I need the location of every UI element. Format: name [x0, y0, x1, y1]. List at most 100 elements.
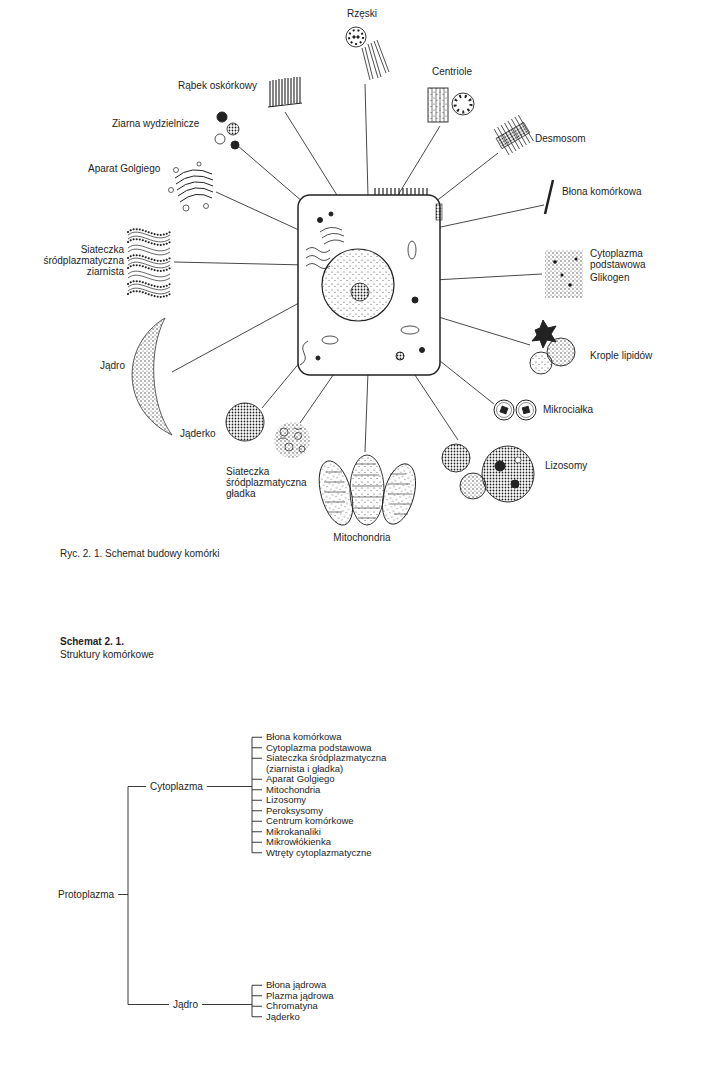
secretory-granules-icon — [231, 141, 239, 149]
lysosomes-icon — [442, 444, 534, 502]
part-label: Siateczka śródplazmatyczna gładka — [226, 466, 312, 499]
tree-brackets — [202, 1004, 252, 1005]
centriole-icon — [428, 88, 474, 122]
tree-item: Centrum komórkowe — [266, 816, 354, 827]
leader-lines — [174, 262, 306, 265]
leader-lines — [430, 153, 498, 206]
tree-brackets — [252, 985, 262, 1017]
cytoplasm-icon — [575, 258, 578, 261]
smooth-er-icon — [280, 428, 288, 436]
lipid-droplets-icon — [530, 352, 552, 374]
tree-item: Mikrokanaliki — [266, 827, 321, 838]
cell-body — [322, 249, 394, 321]
cell-body — [396, 352, 404, 360]
tree-item: Chromatyna — [266, 1001, 318, 1012]
cilia-icon — [346, 27, 366, 47]
golgi-icon — [169, 162, 214, 211]
lysosomes-icon — [442, 444, 470, 472]
scheme-subtitle: Struktury komórkowe — [60, 649, 154, 660]
tree-item: Lizosomy — [266, 795, 306, 806]
tree-item: Jąderko — [266, 1012, 300, 1023]
microbodies-icon — [519, 403, 534, 418]
brush-border-icon — [270, 77, 300, 107]
tree-brackets — [118, 737, 262, 1017]
cell-body — [375, 188, 427, 195]
centriole-icon — [428, 88, 448, 122]
scheme-heading: Schemat 2. 1. — [60, 636, 124, 647]
secretory-granules-icon — [215, 134, 225, 144]
cell-body — [298, 195, 440, 375]
rough-er-icon — [128, 229, 170, 297]
lipid-droplets-icon — [530, 320, 575, 374]
centriole-icon — [432, 88, 444, 122]
cell-body — [351, 283, 369, 301]
smooth-er-icon — [295, 433, 302, 440]
membrane-icon — [545, 180, 553, 214]
leader-lines — [434, 274, 542, 280]
golgi-icon — [175, 170, 213, 202]
cell-body — [329, 212, 333, 216]
desmosome-icon — [494, 115, 533, 155]
part-label: Desmosom — [535, 133, 586, 144]
tree-brackets — [252, 737, 262, 853]
brush-border-icon — [268, 77, 302, 107]
tree-item: Aparat Golgiego — [266, 774, 335, 785]
desmosome-icon — [492, 115, 535, 157]
tree-item: Mikrowłókienka — [266, 837, 331, 848]
leader-lines — [436, 205, 544, 228]
rough-er-icon — [128, 229, 170, 297]
secretory-granules-icon — [217, 112, 227, 122]
leader-lines — [432, 315, 530, 345]
tree-item: Błona jądrowa — [266, 980, 326, 991]
part-label: Błona komórkowa — [562, 186, 641, 197]
cytoplasm-icon — [568, 283, 572, 287]
cilia-icon — [362, 40, 389, 80]
cilia-icon — [346, 27, 389, 80]
mitochondria-icon — [350, 455, 384, 525]
microbodies-icon — [522, 406, 529, 413]
golgi-icon — [174, 168, 179, 173]
golgi-icon — [183, 205, 189, 211]
mitochondria-icon — [313, 455, 422, 529]
part-label: Mikrociałka — [543, 404, 593, 415]
cell-body — [412, 297, 418, 303]
secretory-granules-icon — [215, 112, 239, 149]
cytoplasm-icon — [545, 250, 583, 298]
figure-caption: Ryc. 2. 1. Schemat budowy komórki — [60, 548, 220, 559]
centriole-icon — [452, 93, 474, 115]
cell-body — [318, 218, 323, 223]
nucleus-icon — [132, 318, 172, 435]
cell-body — [316, 356, 320, 360]
lysosomes-icon — [511, 480, 519, 488]
golgi-icon — [197, 162, 201, 166]
secretory-granules-icon — [227, 123, 239, 135]
tree-item: Peroksysomy — [266, 806, 323, 817]
membrane-icon — [545, 180, 553, 214]
smooth-er-icon — [299, 446, 305, 452]
cilia-icon — [357, 36, 359, 38]
cilia-icon — [349, 30, 363, 44]
nucleolus-icon — [226, 403, 264, 441]
part-label: Centriole — [432, 66, 472, 77]
lysosomes-icon — [482, 446, 534, 502]
nucleolus-icon — [226, 403, 264, 441]
nucleus-icon — [132, 318, 172, 435]
cytoplasm-icon — [545, 250, 583, 298]
leader-lines — [395, 126, 440, 200]
tree-item: Błona komórkowa — [266, 732, 342, 743]
microbodies-icon — [494, 400, 514, 420]
smooth-er-icon — [278, 428, 302, 440]
cell-body — [436, 204, 442, 220]
part-label: Lizosomy — [545, 460, 587, 471]
cytoplasm-icon — [553, 260, 557, 264]
part-label: Krople lipidów — [590, 350, 652, 361]
smooth-er-icon — [274, 422, 310, 458]
tree-root: Protoplazma — [58, 889, 114, 900]
tree-branch: Jądro — [173, 999, 198, 1010]
smooth-er-icon — [285, 443, 293, 451]
microbodies-icon — [516, 400, 536, 420]
cell-body — [298, 188, 442, 375]
mitochondria-icon — [324, 464, 412, 518]
part-label: Cytoplazma podstawowa — [590, 248, 660, 270]
